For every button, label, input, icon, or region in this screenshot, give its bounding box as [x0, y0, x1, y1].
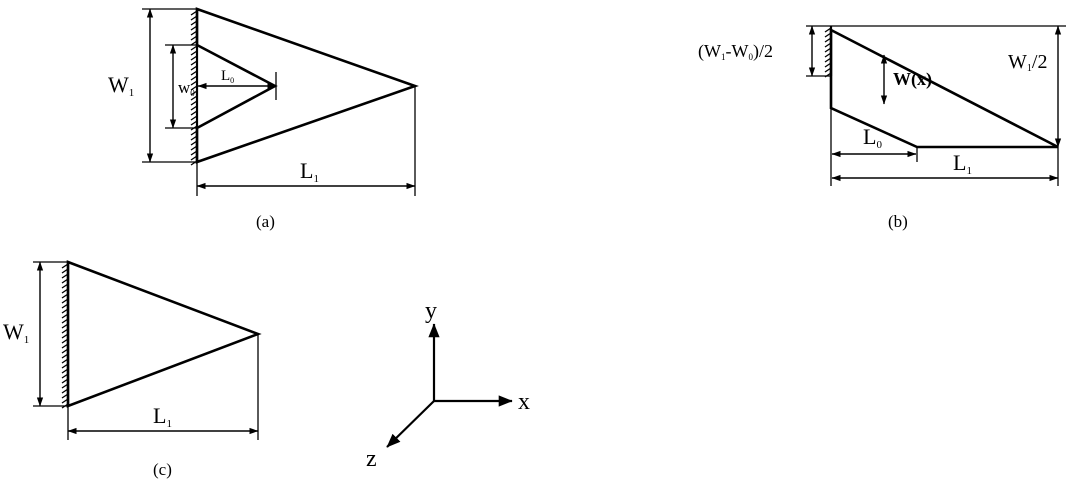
wall-hatch	[190, 100, 198, 106]
wall-hatch	[190, 85, 198, 91]
z-axis-label: z	[366, 446, 377, 472]
wall-hatch	[190, 90, 198, 96]
wall-hatch	[190, 120, 198, 126]
caption-b: (b)	[888, 212, 908, 231]
caption-a: (a)	[256, 212, 275, 231]
wall-hatch	[190, 110, 198, 116]
label-L1-a: L1	[300, 158, 319, 185]
label-Wx-b: W(x)	[893, 69, 932, 90]
triangle-beam-outline-c	[66, 260, 262, 408]
figure-a: W1 w0 L0 L1 (a)	[108, 7, 419, 231]
label-L0-b: L0	[863, 124, 882, 151]
label-W1-a: W1	[108, 72, 134, 99]
wall-hatch	[190, 50, 198, 56]
y-axis-label: y	[425, 298, 437, 324]
label-L1-c: L1	[153, 403, 172, 430]
label-W1-c: W1	[3, 319, 29, 346]
wall-hatch	[190, 45, 198, 51]
wall-hatch	[190, 95, 198, 101]
figure-b: (W1-W0)/2 W(x) W1/2 L0 L1 (b)	[698, 25, 1066, 231]
wall-hatch	[190, 55, 198, 61]
label-half-b: W1/2	[1008, 51, 1047, 74]
label-W0-a: w0	[178, 78, 195, 98]
wall-hatch	[190, 65, 198, 71]
figure-c: W1 L1 (c)	[3, 260, 262, 479]
label-offset-b: (W1-W0)/2	[698, 41, 773, 62]
wall-hatch	[190, 115, 198, 121]
wall-hatch	[190, 75, 198, 81]
z-axis-arrow	[386, 400, 435, 448]
coordinate-axes: y x z	[366, 298, 530, 472]
x-axis-label: x	[518, 389, 530, 415]
label-L0-a: L0	[221, 68, 234, 85]
caption-c: (c)	[153, 460, 172, 479]
wall-hatch	[190, 105, 198, 111]
wall-hatch	[190, 60, 198, 66]
label-L1-b: L1	[953, 150, 972, 177]
wall-hatch	[190, 70, 198, 76]
wall-hatch	[190, 80, 198, 86]
